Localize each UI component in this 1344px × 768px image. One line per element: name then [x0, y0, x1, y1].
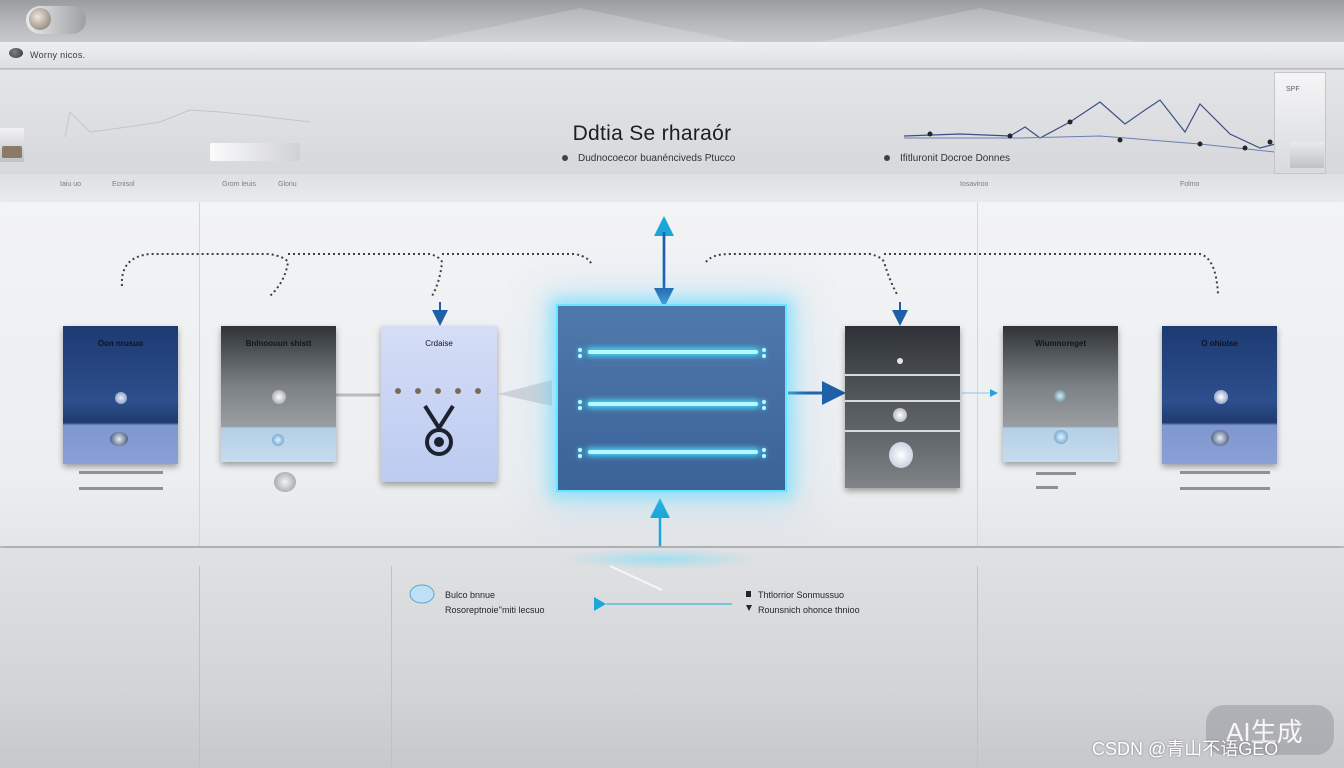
card-stand-icon [274, 472, 296, 492]
process-card-2[interactable]: Bnlnoouun shistt [221, 326, 336, 462]
node-icon [455, 388, 461, 394]
subheader-strip [0, 174, 1344, 203]
process-card-7[interactable]: O ohiolse [1162, 326, 1277, 464]
card-stand [79, 471, 163, 474]
header-line-chart [900, 92, 1280, 162]
node-icon [1054, 430, 1068, 444]
node-icon [1211, 430, 1229, 446]
legend-right-line1: Thtlorrior Sonmussuo [758, 590, 844, 600]
card-stand [79, 487, 163, 490]
card-title: O ohiolse [1162, 339, 1277, 348]
hub-channel [588, 402, 758, 406]
node-icon [415, 388, 421, 394]
mountain-decor [820, 8, 1140, 42]
subheader-label: Ecnisol [112, 181, 135, 188]
process-card-3[interactable]: Crdaise [381, 326, 497, 482]
hub-port-dot [578, 454, 582, 458]
dotted-bracket-right [706, 254, 898, 296]
process-card-5[interactable] [845, 326, 960, 488]
dotted-bracket-left [442, 254, 592, 266]
process-card-6[interactable]: Wiumnoreget [1003, 326, 1118, 462]
hub-port-dot [762, 354, 766, 358]
node-icon [1054, 390, 1066, 402]
subheader-label: Iosaviroo [960, 181, 988, 188]
card-title: Bnlnoouun shistt [221, 339, 336, 348]
subtitle-left-dot-icon [562, 155, 568, 161]
node-icon [115, 392, 127, 404]
dotted-bracket-left [122, 254, 288, 296]
dotted-bracket-left [288, 254, 442, 296]
hub-channel [588, 450, 758, 454]
node-icon [435, 388, 441, 394]
app-icon [9, 48, 23, 58]
hub-port-dot [762, 400, 766, 404]
subheader-label: Folmo [1180, 181, 1199, 188]
subheader-label: Glonu [278, 181, 297, 188]
card-stand [1180, 487, 1270, 490]
shelf [845, 430, 960, 432]
node-icon [889, 442, 913, 468]
card-title: Wiumnoreget [1003, 339, 1118, 348]
window-titlebar [0, 42, 1344, 69]
hub-port-dot [578, 448, 582, 452]
shelf [845, 400, 960, 402]
shelf [845, 374, 960, 376]
node-icon [272, 390, 286, 404]
node-icon [1214, 390, 1228, 404]
floor-seam [977, 566, 978, 768]
card-title: Oon nrusuo [63, 339, 178, 348]
hub-port-dot [578, 400, 582, 404]
beam-card3-to-central [498, 380, 552, 406]
left-edge-dot-icon [2, 146, 22, 158]
node-icon [897, 358, 903, 364]
hub-port-dot [762, 406, 766, 410]
mountain-decor [420, 8, 740, 42]
legend-left-line1: Bulco bnnue [445, 590, 495, 600]
card-title: Crdaise [381, 339, 497, 348]
medal-icon [419, 404, 459, 464]
hub-port-dot [578, 348, 582, 352]
card-stand [1036, 472, 1076, 475]
card-stand [1036, 486, 1058, 489]
hub-channel [588, 350, 758, 354]
dotted-bracket-right [884, 254, 1218, 294]
node-icon [272, 434, 284, 446]
legend-right-line2: Rounsnich ohonce thnioo [758, 605, 860, 615]
central-hub[interactable] [556, 304, 787, 492]
top-banner [0, 0, 1344, 42]
hub-port-dot [762, 448, 766, 452]
subtitle-right-dot-icon [884, 155, 890, 161]
node-icon [395, 388, 401, 394]
node-icon [893, 408, 907, 422]
corner-badge: SPF [1286, 86, 1300, 93]
hub-port-dot [762, 454, 766, 458]
legend-left-line2: Rosoreptnoie''miti lecsuo [445, 605, 544, 615]
hub-port-dot [578, 406, 582, 410]
watermark-credit: CSDN @青山不语GEO [1092, 735, 1278, 761]
process-card-1[interactable]: Oon nrusuo [63, 326, 178, 464]
node-icon [110, 432, 128, 446]
subheader-label: Iaiu uo [60, 181, 81, 188]
hub-port-dot [762, 348, 766, 352]
node-icon [475, 388, 481, 394]
subheader-label: Grom leuis [222, 181, 256, 188]
corner-window [1290, 142, 1324, 168]
logo-ball-icon [29, 8, 51, 30]
window-title: Worny nicos. [30, 50, 85, 60]
floor-seam [391, 566, 392, 768]
subtitle-left: Dudnocoecor buanénciveds Ptucco [578, 153, 735, 164]
card-stand [1180, 471, 1270, 474]
floor-seam [199, 566, 200, 768]
hub-port-dot [578, 354, 582, 358]
